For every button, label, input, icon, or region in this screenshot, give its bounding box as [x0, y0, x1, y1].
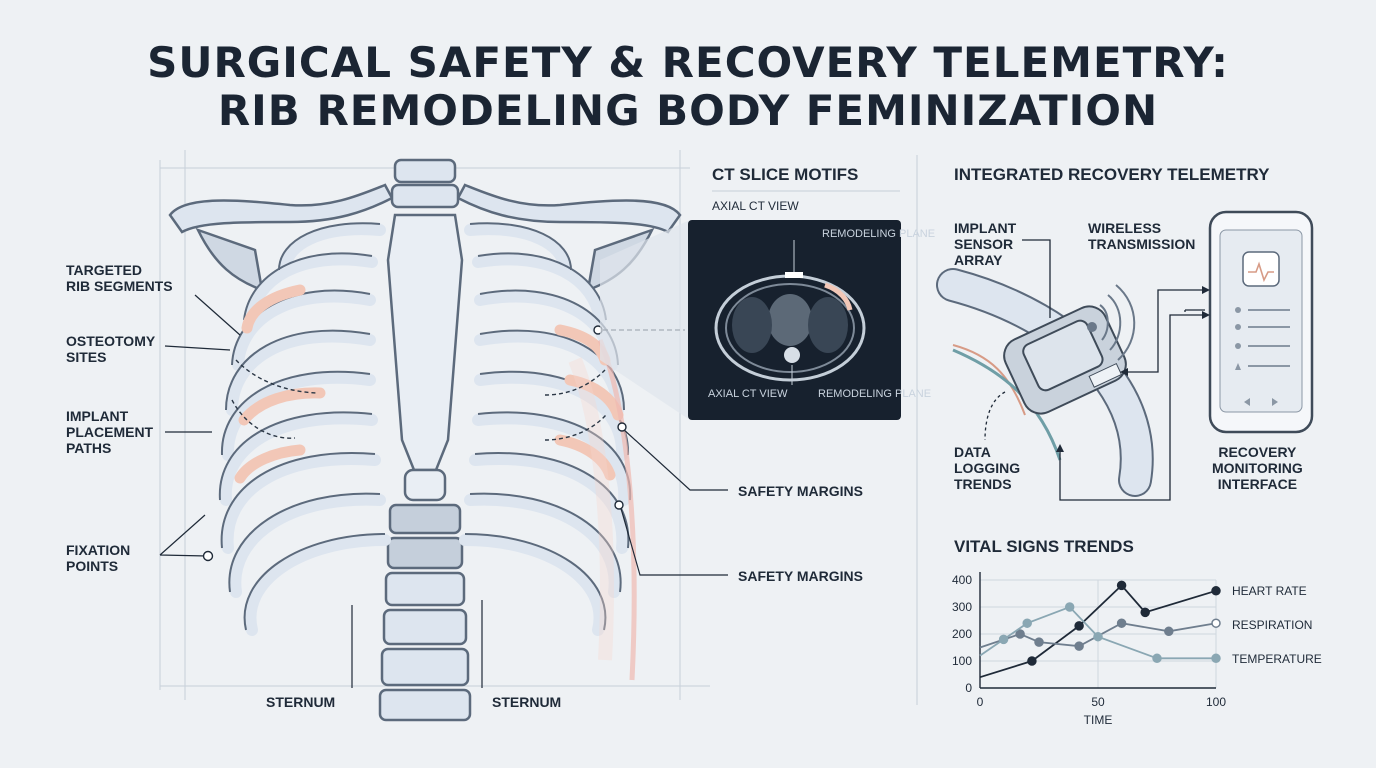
series-point [1015, 629, 1025, 639]
series-point [1211, 618, 1221, 628]
series-point [1164, 626, 1174, 637]
x-tick-label: 100 [1206, 695, 1226, 709]
wireless-icon [1087, 284, 1136, 361]
series-point [1022, 618, 1032, 628]
chart-title: VITAL SIGNS TRENDS [954, 537, 1134, 556]
y-tick-label: 0 [965, 681, 972, 695]
x-tick-label: 50 [1091, 695, 1105, 709]
page-title-line-1: SURGICAL SAFETY & RECOVERY TELEMETRY: [147, 38, 1229, 87]
series-point [1211, 653, 1221, 664]
rib-cage-illustration [168, 158, 682, 722]
series-point [1093, 631, 1103, 642]
series-point [1140, 607, 1150, 618]
series-point [1074, 641, 1084, 651]
targeted-rib-highlights [234, 284, 624, 484]
series-point [1116, 580, 1127, 591]
label-data-logging-trends: DATA LOGGING TRENDS [954, 444, 1021, 492]
ct-label-axial-view: AXIAL CT VIEW [708, 388, 788, 400]
y-tick-label: 300 [952, 600, 972, 614]
left-ribs [219, 223, 391, 636]
y-tick-label: 400 [952, 573, 972, 587]
legend-label-1: RESPIRATION [1232, 618, 1312, 632]
label-fixation-points: FIXATION POINTS [66, 542, 131, 574]
ct-subheader: AXIAL CT VIEW [712, 199, 799, 213]
label-targeted-rib-segments: TARGETED RIB SEGMENTS [66, 262, 173, 294]
series-point [1211, 586, 1221, 596]
series-point [998, 634, 1009, 645]
label-wireless-transmission: WIRELESS TRANSMISSION [1088, 220, 1196, 252]
grid-lines [159, 150, 918, 705]
series-line-0 [979, 584, 1217, 679]
implant-paths [231, 359, 607, 441]
x-axis-label: TIME [1084, 713, 1113, 727]
ct-label-remodeling-bottom: REMODELING PLANE [818, 388, 932, 400]
sternum-bone [386, 213, 464, 472]
ct-slice-panel [600, 220, 901, 420]
sensor-device [1003, 305, 1127, 415]
legend-label-0: HEART RATE [1232, 584, 1307, 598]
label-implant-placement-paths: IMPLANT PLACEMENT PATHS [66, 408, 154, 456]
legend-label-2: TEMPERATURE [1232, 652, 1322, 666]
label-recovery-monitoring-interface: RECOVERY MONITORING INTERFACE [1212, 444, 1303, 492]
spine [378, 158, 472, 722]
label-sternum-right: STERNUM [492, 694, 562, 710]
page-title-line-2: RIB REMODELING BODY FEMINIZATION [217, 86, 1159, 135]
label-sternum-left: STERNUM [266, 694, 336, 710]
x-tick-label: 0 [977, 695, 984, 709]
ct-slice-header: CT SLICE MOTIFS [712, 165, 859, 184]
series-point [1034, 637, 1044, 647]
series-point [1027, 656, 1037, 666]
label-implant-sensor-array: IMPLANT SENSOR ARRAY [954, 220, 1017, 268]
telemetry-illustration [936, 210, 1314, 501]
telemetry-connectors [984, 239, 1205, 501]
series-point [1152, 653, 1162, 664]
telemetry-header: INTEGRATED RECOVERY TELEMETRY [954, 165, 1270, 184]
series-point [1064, 602, 1075, 612]
series-point [1074, 621, 1084, 631]
label-safety-margins-1: SAFETY MARGINS [738, 483, 863, 499]
smartphone-icon [1208, 210, 1314, 434]
ct-label-remodeling-top: REMODELING PLANE [822, 228, 936, 240]
fixation-markers [202, 325, 627, 562]
label-osteotomy-sites: OSTEOTOMY SITES [66, 333, 156, 365]
y-tick-label: 200 [952, 627, 972, 641]
series-point [1116, 618, 1127, 628]
y-tick-label: 100 [952, 654, 972, 668]
label-safety-margins-2: SAFETY MARGINS [738, 568, 863, 584]
